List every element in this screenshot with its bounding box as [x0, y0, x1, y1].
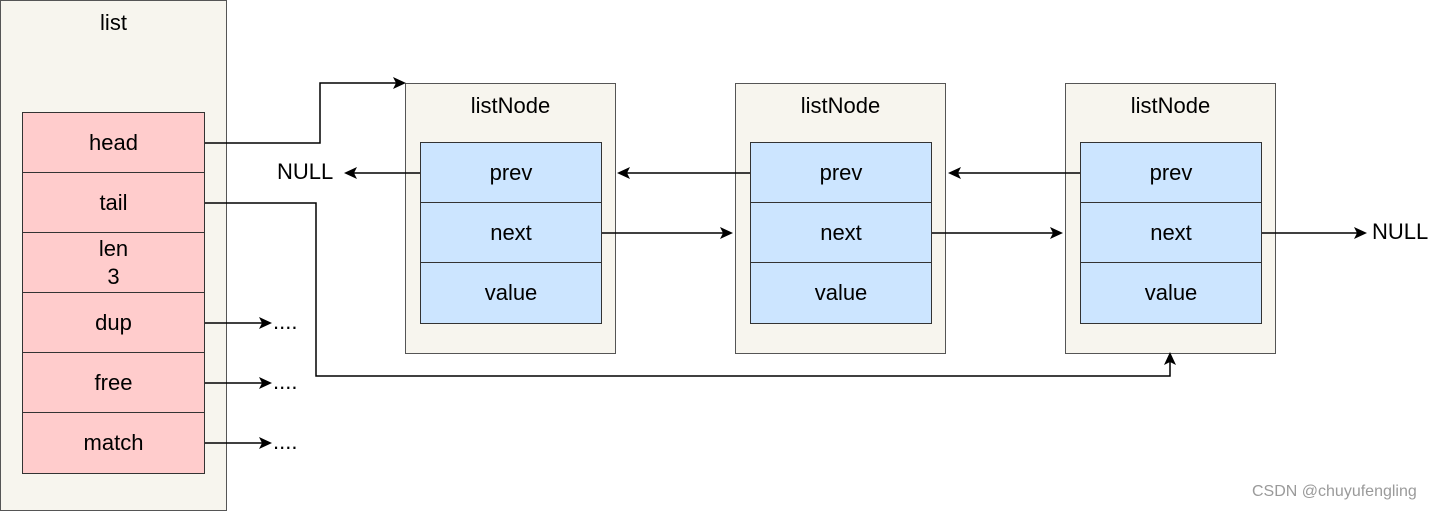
list-node-1-value-label: value: [484, 280, 538, 305]
list-node-3-prev: prev: [1080, 142, 1262, 203]
list-node-1-next: next: [420, 202, 602, 263]
dup-ellipsis: ....: [273, 309, 298, 334]
list-node-1-title: listNode: [470, 93, 551, 118]
list-field-head: head: [22, 112, 205, 173]
list-field-free-label: free: [94, 369, 133, 395]
node2-next-arrowhead: [1050, 227, 1063, 239]
list-field-len-value: 3: [107, 263, 120, 289]
list-node-3-value-label: value: [1144, 280, 1198, 305]
list-node-1-value: value: [420, 262, 602, 324]
node3-prev-arrowhead: [948, 167, 961, 179]
list-node-1-prev: prev: [420, 142, 602, 203]
list-field-tail-label: tail: [99, 189, 128, 215]
tail-pointer-line: [205, 202, 1171, 377]
list-node-1-prev-label: prev: [489, 159, 533, 185]
dup-arrowhead: [259, 317, 272, 329]
list-node-2-value: value: [750, 262, 932, 324]
node3-next-arrowhead: [1354, 227, 1367, 239]
null-label-right: NULL: [1372, 219, 1429, 244]
free-ellipsis: ....: [273, 369, 298, 394]
list-field-head-label: head: [89, 129, 138, 155]
node1-prev-arrowhead: [344, 167, 357, 179]
list-node-3-next-label: next: [1150, 219, 1192, 245]
list-node-3-value: value: [1080, 262, 1262, 324]
list-node-2-prev-label: prev: [819, 159, 863, 185]
list-field-match: match: [22, 412, 205, 474]
list-node-2-next: next: [750, 202, 932, 263]
list-node-3-prev-label: prev: [1149, 159, 1193, 185]
free-arrowhead: [259, 377, 272, 389]
list-field-tail: tail: [22, 172, 205, 233]
list-node-1-next-label: next: [490, 219, 532, 245]
list-field-len-label: len: [98, 235, 129, 261]
watermark: CSDN @chuyufengling: [1252, 483, 1417, 500]
head-pointer-line: [205, 82, 396, 144]
node1-next-arrowhead: [720, 227, 733, 239]
list-node-2-prev: prev: [750, 142, 932, 203]
list-field-len: len 3: [22, 232, 205, 293]
list-node-2-next-label: next: [820, 219, 862, 245]
list-field-dup: dup: [22, 292, 205, 353]
list-node-2-title: listNode: [800, 93, 881, 118]
list-field-dup-label: dup: [95, 309, 132, 335]
list-node-2-value-label: value: [814, 280, 868, 305]
list-field-free: free: [22, 352, 205, 413]
list-node-3-next: next: [1080, 202, 1262, 263]
match-ellipsis: ....: [273, 429, 298, 454]
list-title: list: [100, 10, 127, 35]
node2-prev-arrowhead: [617, 167, 630, 179]
match-arrowhead: [259, 437, 272, 449]
list-node-3-title: listNode: [1130, 93, 1211, 118]
list-field-match-label: match: [83, 430, 144, 455]
null-label-left: NULL: [277, 159, 334, 184]
